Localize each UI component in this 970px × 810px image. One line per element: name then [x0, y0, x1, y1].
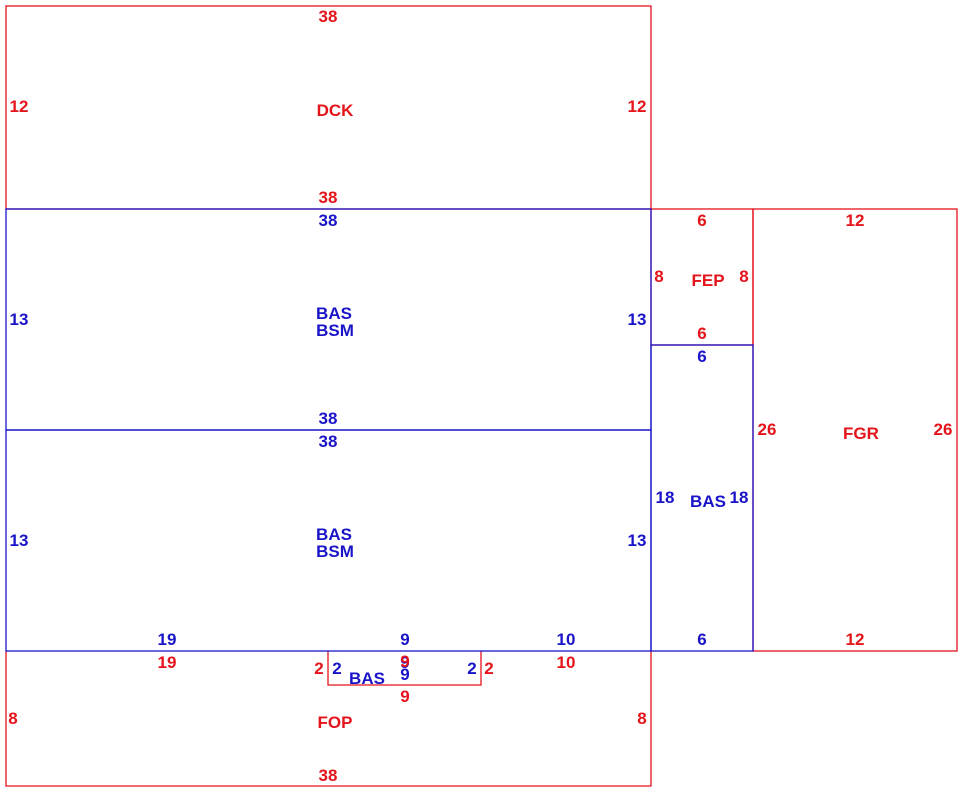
- fep-top-dim: 6: [697, 211, 706, 230]
- fgr-top-dim: 12: [846, 211, 865, 230]
- bas-lower-code2: BSM: [316, 542, 354, 561]
- bas-upper-bottom-dim: 38: [319, 409, 338, 428]
- bas-upper-right-dim: 13: [628, 310, 647, 329]
- bas-small-left-dim: 2: [332, 659, 341, 678]
- fop-top-dim-c: 10: [557, 653, 576, 672]
- fgr-left-dim: 26: [758, 420, 777, 439]
- fop-code: FOP: [318, 713, 353, 732]
- dck-code: DCK: [317, 101, 355, 120]
- fgr-right-dim: 26: [934, 420, 953, 439]
- fep-bottom-dim: 6: [697, 324, 706, 343]
- bas-small-right-dim: 2: [467, 659, 476, 678]
- bas-upper-code2: BSM: [316, 321, 354, 340]
- fop-bottom-dim: 38: [319, 766, 338, 785]
- fgr-bottom-dim: 12: [846, 630, 865, 649]
- bas-side-code: BAS: [690, 492, 726, 511]
- fop-right-dim: 8: [637, 709, 646, 728]
- fop-top-dim-b: 9: [400, 652, 409, 671]
- dck-top-dim: 38: [319, 7, 338, 26]
- fop-left-dim: 8: [8, 709, 17, 728]
- bas-lower-bottom-dim-c: 10: [557, 630, 576, 649]
- bas-lower-top-dim: 38: [319, 432, 338, 451]
- bas-side-bottom-dim: 6: [697, 630, 706, 649]
- bas-small-bottom-dim: 9: [400, 665, 409, 684]
- bas-upper-left-dim: 13: [10, 310, 29, 329]
- bas-lower-right-dim: 13: [628, 531, 647, 550]
- bas-side-right-dim: 18: [730, 488, 749, 507]
- notch-outline: [327, 651, 482, 686]
- bas-lower-bottom-dim-a: 19: [158, 630, 177, 649]
- bas-small-top-dim: 9: [400, 653, 409, 672]
- bas-lower-left-dim: 13: [10, 531, 29, 550]
- bas-lower-code: BAS: [316, 525, 352, 544]
- bas-side-left-dim: 18: [656, 488, 675, 507]
- dck-right-dim: 12: [628, 97, 647, 116]
- fop-outline: [5, 651, 652, 787]
- fop-notch-bottom-dim: 9: [400, 687, 409, 706]
- fep-left-dim: 8: [654, 267, 663, 286]
- fep-code: FEP: [691, 271, 724, 290]
- bas-small-code: BAS: [349, 669, 385, 688]
- fgr-code: FGR: [843, 424, 879, 443]
- fop-top-dim-a: 19: [158, 653, 177, 672]
- fop-notch-right-dim: 2: [484, 659, 493, 678]
- fop-notch-left-dim: 2: [314, 659, 323, 678]
- dck-left-dim: 12: [10, 97, 29, 116]
- fep-right-dim: 8: [739, 267, 748, 286]
- bas-side-top-dim: 6: [697, 347, 706, 366]
- dck-bottom-dim: 38: [319, 188, 338, 207]
- bas-upper-top-dim: 38: [319, 211, 338, 230]
- bas-upper-code: BAS: [316, 304, 352, 323]
- bas-lower-bottom-dim-b: 9: [400, 630, 409, 649]
- bas-side-outline: [650, 344, 754, 652]
